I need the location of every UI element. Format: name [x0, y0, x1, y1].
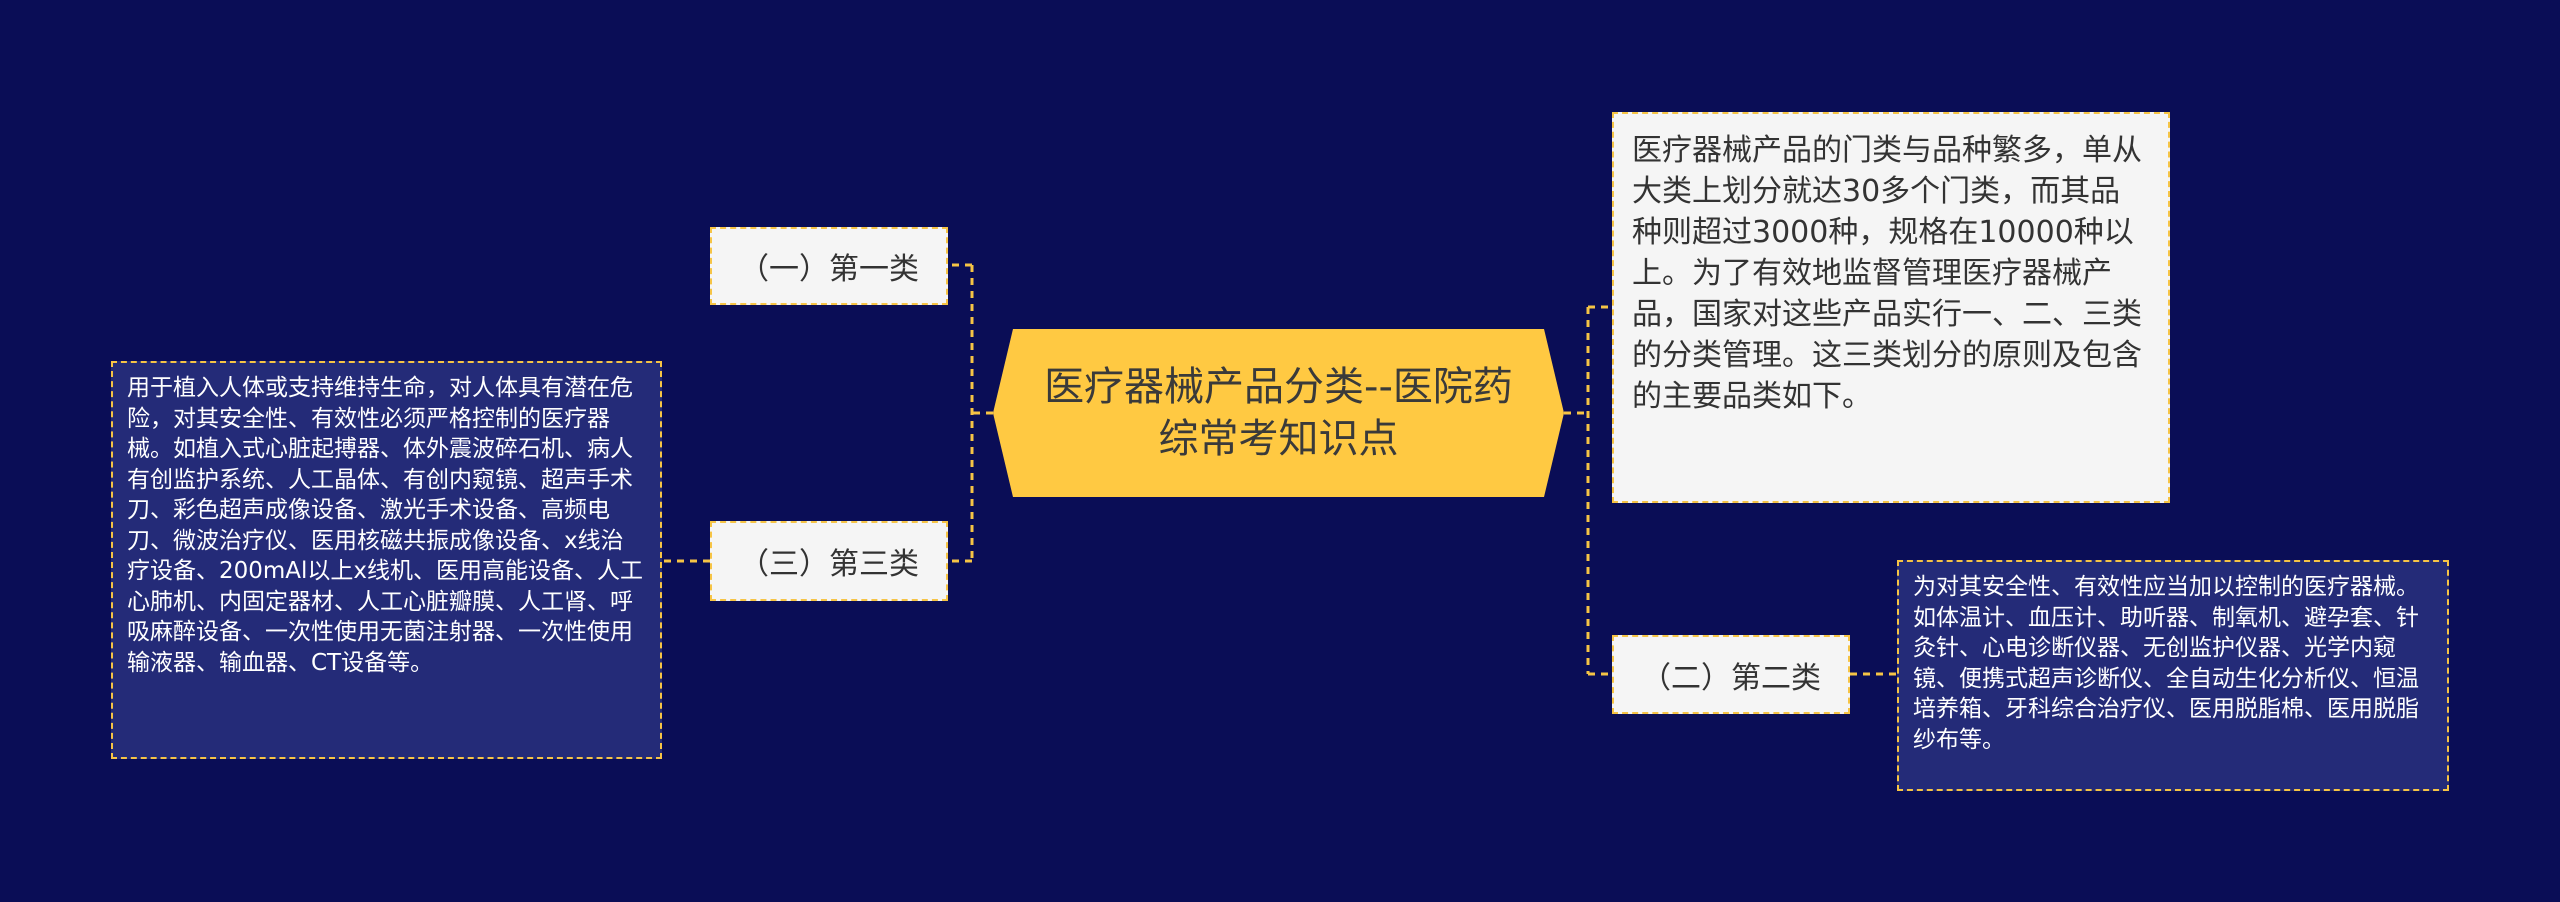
class1-node[interactable]: （一）第一类: [710, 227, 948, 305]
intro-box[interactable]: 医疗器械产品的门类与品种繁多，单从大类上划分就达30多个门类，而其品种则超过30…: [1612, 112, 2170, 503]
central-topic-title: 医疗器械产品分类--医院药综常考知识点: [1044, 364, 1513, 462]
class1-label: （一）第一类: [739, 252, 919, 287]
class3-node[interactable]: （三）第三类: [710, 521, 948, 601]
class2-node[interactable]: （二）第二类: [1612, 635, 1850, 714]
class3-label: （三）第三类: [739, 547, 919, 582]
central-topic[interactable]: 医疗器械产品分类--医院药综常考知识点: [993, 329, 1564, 497]
class2-label: （二）第二类: [1641, 660, 1821, 696]
intro-text: 医疗器械产品的门类与品种繁多，单从大类上划分就达30多个门类，而其品种则超过30…: [1632, 133, 2142, 414]
class2-description: 为对其安全性、有效性应当加以控制的医疗器械。如体温计、血压计、助听器、制氧机、避…: [1913, 574, 2419, 753]
class3-description-box[interactable]: 用于植入人体或支持维持生命，对人体具有潜在危险，对其安全性、有效性必须严格控制的…: [111, 361, 662, 759]
class3-description: 用于植入人体或支持维持生命，对人体具有潜在危险，对其安全性、有效性必须严格控制的…: [127, 375, 644, 676]
class2-description-box[interactable]: 为对其安全性、有效性应当加以控制的医疗器械。如体温计、血压计、助听器、制氧机、避…: [1897, 560, 2449, 791]
